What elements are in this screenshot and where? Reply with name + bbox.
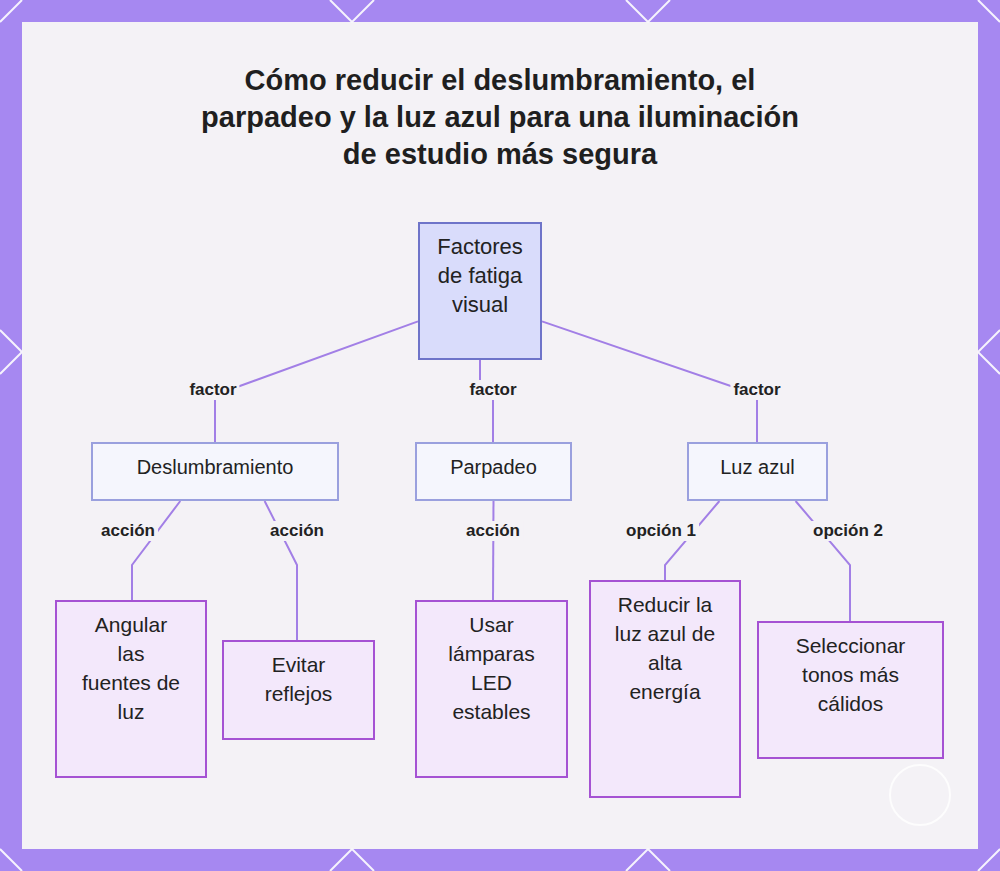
edge-label: acción: [98, 521, 158, 541]
node-text: Factores de fatiga visual: [430, 232, 530, 319]
connector-line: [215, 321, 418, 442]
diagram-title: Cómo reducir el deslumbramiento, el parp…: [200, 62, 800, 173]
connector-line: [132, 501, 180, 600]
edge-label: acción: [267, 521, 327, 541]
node-text: Angular las fuentes de luz: [81, 610, 181, 726]
connector-line: [492, 501, 495, 600]
factor-box: Parpadeo: [415, 442, 572, 501]
action-box: Angular las fuentes de luz: [55, 600, 207, 778]
option-box: Reducir la luz azul de alta energía: [589, 580, 741, 798]
node-text: Luz azul: [720, 455, 795, 480]
node-text: Deslumbramiento: [137, 455, 294, 480]
edge-label: factor: [466, 380, 519, 400]
edge-label: factor: [730, 380, 783, 400]
edge-label: acción: [463, 521, 523, 541]
factor-box: Luz azul: [687, 442, 828, 501]
node-text: Parpadeo: [450, 455, 537, 480]
node-text: Usar lámparas LED estables: [441, 610, 543, 726]
node-text: Reducir la luz azul de alta energía: [612, 590, 718, 706]
node-text: Evitar reflejos: [239, 650, 359, 708]
option-box: Seleccionar tonos más cálidos: [757, 621, 944, 759]
action-box: Usar lámparas LED estables: [415, 600, 568, 778]
root-box: Factores de fatiga visual: [418, 222, 542, 360]
node-text: Seleccionar tonos más cálidos: [776, 631, 926, 718]
connector-line: [796, 501, 850, 621]
edge-label: opción 1: [623, 521, 699, 541]
connector-line: [542, 321, 757, 442]
edge-label: factor: [186, 380, 239, 400]
edge-label: opción 2: [810, 521, 886, 541]
connector-line: [480, 360, 493, 442]
factor-box: Deslumbramiento: [91, 442, 339, 501]
action-box: Evitar reflejos: [222, 640, 375, 740]
